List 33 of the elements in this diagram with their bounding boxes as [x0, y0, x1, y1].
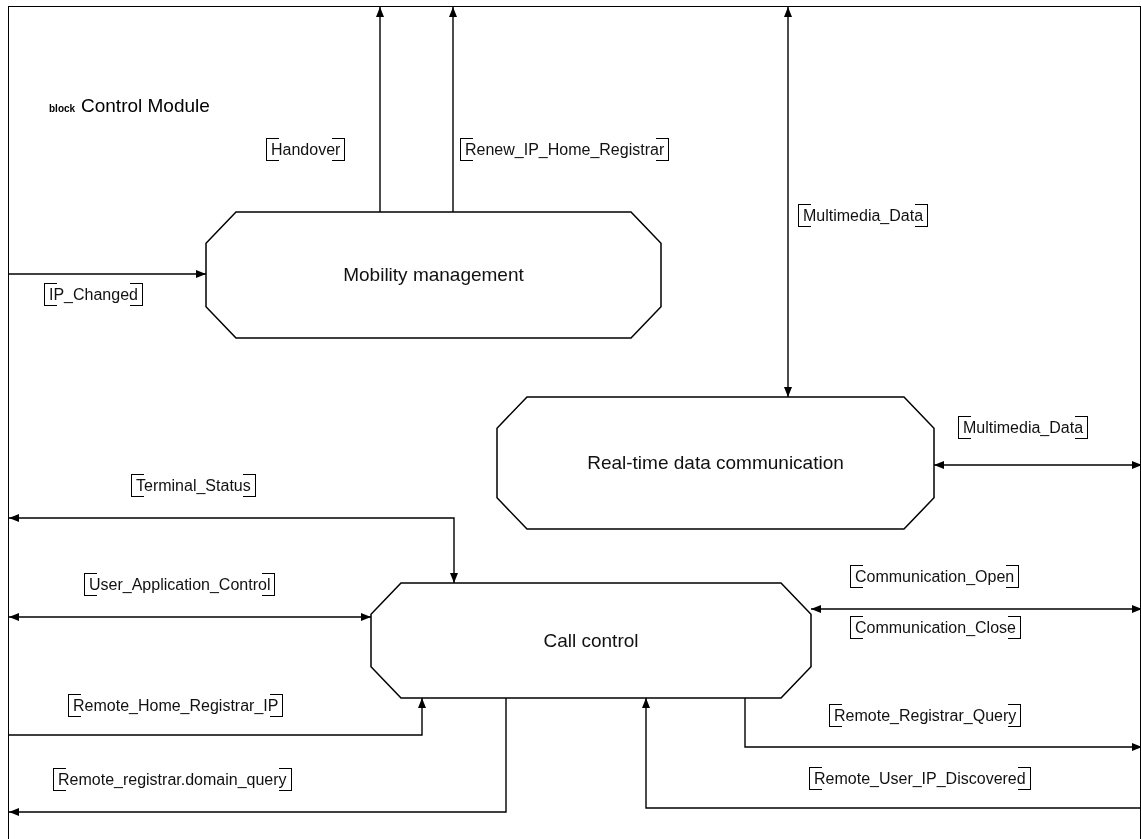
edge-label: Renew_IP_Home_Registrar — [460, 138, 670, 161]
edge-label: IP_Changed — [44, 283, 143, 306]
edge-label: Terminal_Status — [131, 474, 256, 497]
arrow — [784, 6, 792, 398]
edge-label: Remote_Home_Registrar_IP — [68, 694, 284, 717]
arrow — [449, 6, 457, 213]
block-octagon — [206, 212, 661, 338]
block-octagon — [371, 583, 811, 698]
edge-label: Handover — [266, 138, 346, 161]
block-title: Control Module — [81, 95, 210, 117]
arrow — [810, 605, 1141, 613]
edge-label: Multimedia_Data — [798, 204, 929, 227]
arrow — [376, 6, 384, 213]
edge-label: Multimedia_Data — [958, 416, 1089, 439]
block-name: Mobility management — [342, 263, 525, 287]
edge-label: Communication_Open — [850, 565, 1020, 588]
arrow — [642, 697, 1141, 809]
block-name: Call control — [542, 628, 640, 653]
arrow — [8, 697, 507, 816]
edge-label: Remote_Registrar_Query — [829, 704, 1022, 727]
arrow — [8, 514, 458, 584]
block-octagon — [497, 397, 934, 529]
edge-label: Remote_registrar.domain_query — [53, 768, 292, 791]
block-name: Real-time data communication — [586, 451, 845, 475]
block-frame — [8, 6, 1141, 839]
stereotype-keyword: block — [49, 103, 76, 114]
edge-label: Remote_User_IP_Discovered — [809, 767, 1031, 790]
arrow — [744, 697, 1141, 751]
signal-label: Communication_Close — [850, 616, 1021, 639]
arrow — [8, 613, 372, 621]
arrow — [8, 697, 426, 736]
arrow — [8, 270, 207, 278]
edge-label: User_Application_Control — [84, 573, 276, 596]
